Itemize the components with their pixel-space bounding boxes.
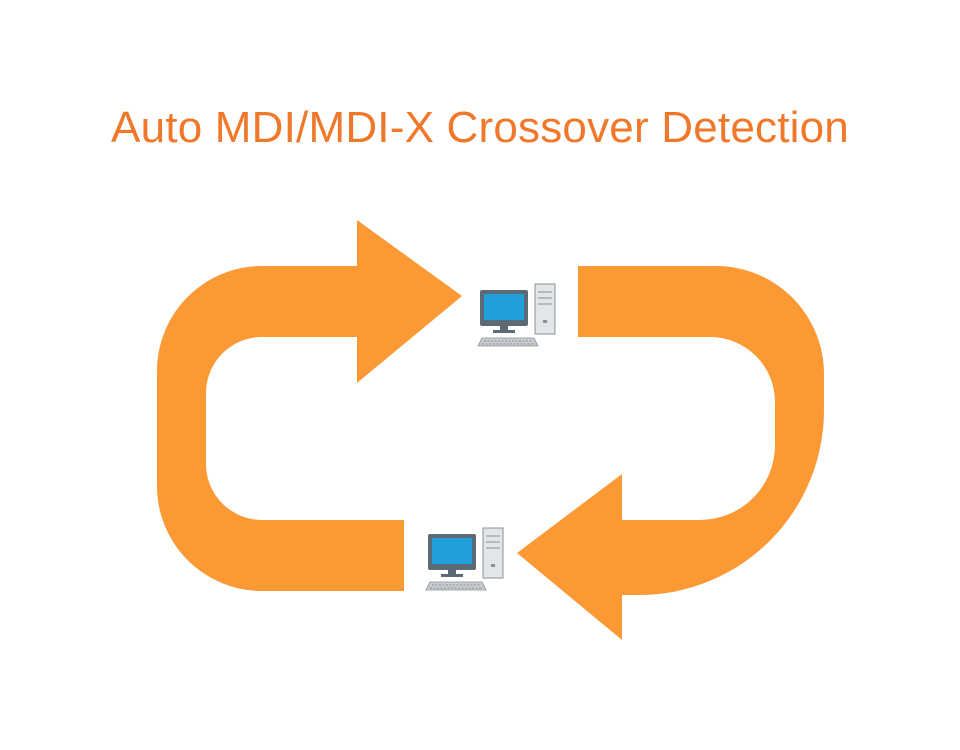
diagram-title: Auto MDI/MDI-X Crossover Detection <box>111 103 849 152</box>
top-computer-icon <box>477 283 556 347</box>
bottom-computer-icon <box>425 527 504 591</box>
left-loop-arrow <box>157 220 462 591</box>
right-loop-arrow <box>517 266 824 640</box>
